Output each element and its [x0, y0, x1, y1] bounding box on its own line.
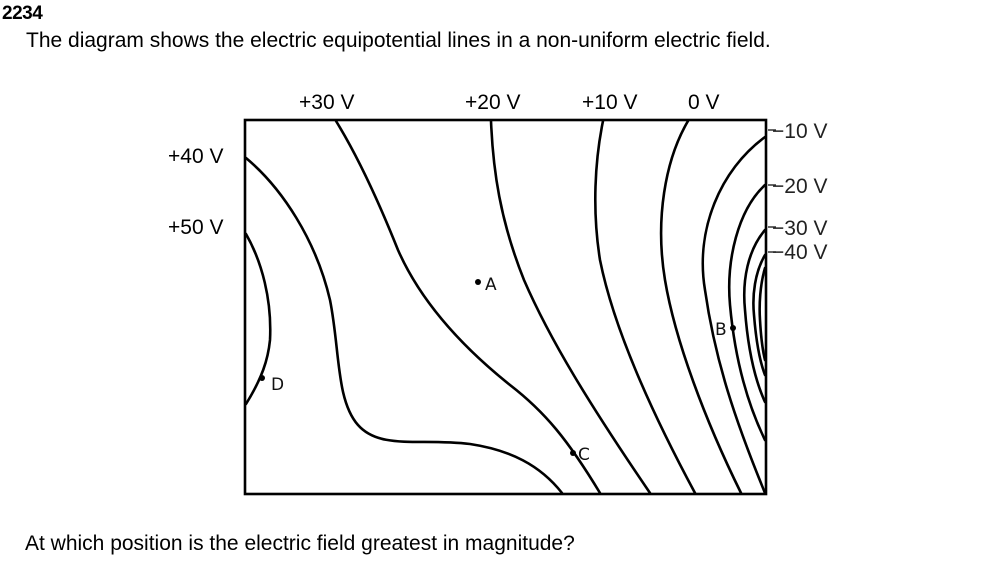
point-b-label: B [715, 320, 727, 340]
point-a-label: A [485, 275, 497, 295]
equipotential-minus-30 [742, 228, 767, 404]
question-prompt: At which position is the electric field … [25, 532, 575, 555]
equipotential-plus-20 [489, 119, 652, 495]
point-d-marker [259, 375, 265, 381]
equipotential-plus-10 [593, 119, 697, 495]
equipotential-0 [659, 119, 743, 495]
label-plus-30v: +30 V [299, 91, 354, 114]
question-intro: The diagram shows the electric equipoten… [26, 29, 771, 52]
point-a-marker [475, 279, 481, 285]
label-plus-50v: +50 V [168, 216, 223, 239]
equipotential-plus-30 [334, 119, 602, 495]
question-number: 2234 [2, 3, 43, 24]
equipotential-minus-10 [701, 135, 767, 495]
equipotential-minus-40 [752, 253, 767, 377]
label-0v: 0 V [688, 91, 720, 114]
point-b-marker [730, 325, 736, 331]
point-d-label: D [271, 375, 284, 395]
label-minus-10v: −10 V [772, 120, 827, 143]
label-minus-30v: −30 V [772, 217, 827, 240]
field-region-frame [243, 118, 768, 496]
equipotential-innermost [758, 266, 767, 362]
label-minus-20v: −20 V [772, 175, 827, 198]
label-plus-40v: +40 V [168, 145, 223, 168]
label-plus-10v: +10 V [582, 91, 637, 114]
equipotential-plus-40 [244, 156, 564, 495]
label-minus-40v: −40 V [772, 241, 827, 264]
point-c-label: C [578, 445, 590, 465]
label-plus-20v: +20 V [465, 91, 520, 114]
equipotential-minus-20 [728, 183, 767, 442]
equipotential-plus-50 [244, 232, 272, 406]
point-c-marker [570, 450, 576, 456]
